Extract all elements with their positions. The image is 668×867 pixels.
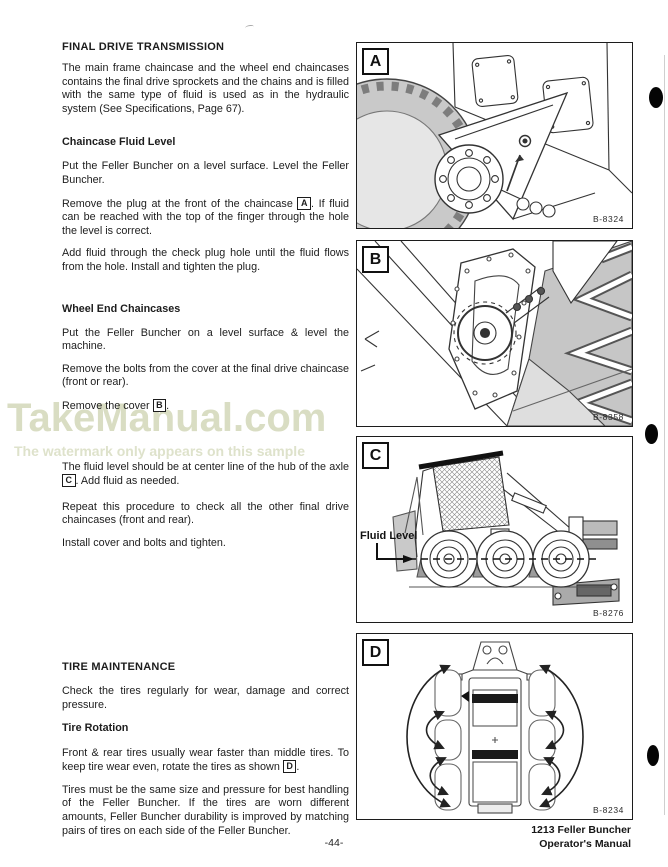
paragraph-text: Front & rear tires usually wear faster t… [62, 746, 349, 774]
subsection-title-wheel-end-chaincases: Wheel End Chaincases [62, 302, 181, 315]
figure-label-a: A [362, 48, 389, 75]
paragraph: Tires must be the same size and pressure… [62, 783, 349, 837]
page-edge-shadow [664, 55, 665, 815]
manual-title-line2: Operator's Manual [539, 838, 631, 850]
paragraph: The main frame chaincase and the wheel e… [62, 62, 349, 115]
page-number: -44- [324, 837, 344, 849]
manual-identifier: 1213 Feller Buncher Operator's Manual [531, 823, 631, 851]
paragraph: Repeat this procedure to check all the o… [62, 500, 349, 527]
paragraph: Put the Feller Buncher on a level surfac… [62, 326, 349, 353]
figure-d-drawing [406, 641, 584, 814]
section-title-final-drive: FINAL DRIVE TRANSMISSION [62, 41, 225, 53]
figure-c-drawing [376, 450, 620, 606]
figure-ref-a: A [297, 196, 311, 210]
paragraph-text: . [166, 399, 170, 412]
figure-a-drawing [357, 43, 632, 228]
figure-b: B B-8358 [356, 240, 633, 427]
text-column: FINAL DRIVE TRANSMISSION The main frame … [62, 41, 349, 838]
binding-hole-mark [645, 424, 658, 444]
paragraph: Remove the bolts from the cover at the f… [62, 362, 349, 389]
paragraph-text: . If fluid can be reached with the top o… [62, 197, 349, 237]
figure-d: D B-8234 [356, 633, 633, 820]
section-title-tire-maintenance: TIRE MAINTENANCE [62, 661, 176, 674]
figure-c: Fluid Level C B-8276 [356, 436, 633, 623]
paragraph: Put the Feller Buncher on a level surfac… [62, 160, 349, 186]
watermark-title: TakeManual.com [7, 396, 327, 440]
fluid-level-annotation: Fluid Level [360, 530, 418, 542]
paragraph: Install cover and bolts and tighten. [62, 536, 226, 549]
paragraph-text: Remove the plug at the front of the chai… [62, 197, 298, 210]
binding-hole-mark [647, 745, 659, 766]
paragraph-text: . Add fluid as needed. [75, 475, 180, 488]
paragraph: Front & rear tires usually wear faster t… [62, 747, 349, 775]
subsection-title-tire-rotation: Tire Rotation [62, 721, 129, 734]
paragraph: Add fluid through the check plug hole un… [62, 247, 349, 273]
figure-code-b: B-8358 [592, 412, 624, 422]
paragraph: Remove the plug at the front of the chai… [62, 196, 349, 239]
figure-a: A B-8324 [356, 42, 633, 229]
subsection-title-chaincase-fluid-level: Chaincase Fluid Level [62, 136, 176, 149]
binding-hole-mark [649, 87, 663, 108]
figure-ref-b: B [152, 398, 167, 412]
watermark-subtitle: The watermark only appears on this sampl… [14, 443, 305, 459]
manual-title-line1: 1213 Feller Buncher [531, 824, 631, 836]
figure-label-d: D [362, 639, 389, 666]
figure-code-d: B-8234 [592, 805, 624, 815]
figure-ref-c: C [62, 474, 76, 488]
figure-b-drawing [357, 241, 632, 426]
paragraph: The fluid level should be at center line… [62, 461, 349, 489]
paragraph-text: . [296, 761, 300, 774]
paragraph: Check the tires regularly for wear, dama… [62, 685, 349, 712]
figure-label-b: B [362, 246, 389, 273]
paragraph: Remove the cover B. [62, 398, 349, 414]
paragraph-text: Remove the cover [62, 399, 153, 412]
figure-code-a: B-8324 [592, 214, 624, 224]
figure-ref-d: D [282, 760, 297, 774]
scan-speckle [244, 24, 255, 31]
paragraph-text: The fluid level should be at center line… [62, 460, 349, 473]
figure-label-c: C [362, 442, 389, 469]
figure-code-c: B-8276 [592, 608, 624, 618]
